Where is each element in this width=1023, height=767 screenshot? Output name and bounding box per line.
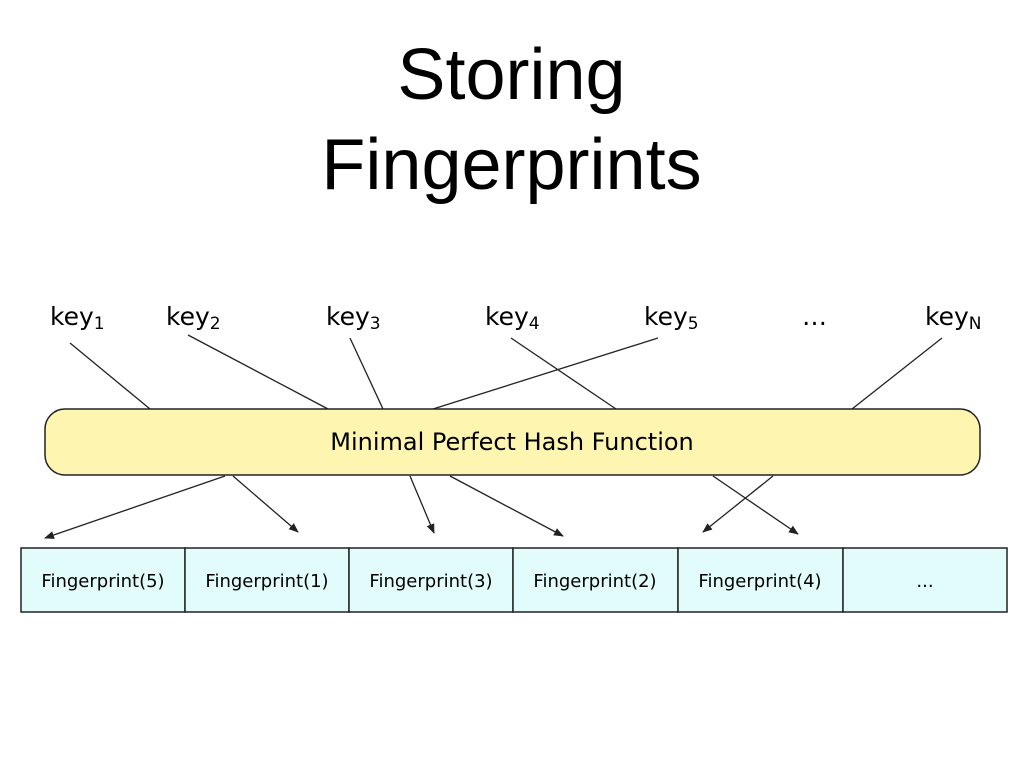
key-1-line — [69, 342, 151, 410]
fingerprint-cell-5 — [677, 547, 844, 613]
key-n-label: keyN — [925, 302, 981, 334]
key-4-line — [510, 337, 617, 410]
key-1-label: key1 — [50, 302, 105, 334]
fingerprint-cell-2 — [184, 547, 350, 613]
fingerprint-cell-2-label: Fingerprint(1) — [205, 571, 328, 592]
title-line-1: Storing — [397, 35, 626, 115]
arrow-to-fingerprint-1 — [232, 475, 299, 533]
key-5-label: key5 — [644, 302, 699, 334]
fingerprint-cell-6-label: ... — [916, 571, 933, 592]
fingerprint-cell-6 — [842, 547, 1008, 613]
key-3-line — [349, 337, 384, 410]
title-line-2: Fingerprints — [321, 125, 702, 205]
fingerprint-cell-5-label: Fingerprint(4) — [698, 571, 821, 592]
fingerprint-cell-3 — [348, 547, 514, 613]
key-2-label: key2 — [166, 302, 221, 334]
arrow-to-fingerprint-5 — [44, 475, 226, 539]
fingerprint-cell-1-label: Fingerprint(5) — [41, 571, 164, 592]
key-5-line — [432, 337, 659, 410]
arrow-to-fingerprint-2 — [449, 475, 564, 537]
key-4-label: key4 — [485, 302, 540, 334]
hash-function-box — [44, 408, 981, 476]
slide-title: Storing Fingerprints — [0, 30, 1023, 210]
fingerprint-cell-4-label: Fingerprint(2) — [533, 571, 656, 592]
hash-function-label: Minimal Perfect Hash Function — [330, 428, 694, 456]
fingerprint-cell-4 — [512, 547, 679, 613]
arrow-to-fingerprint-4 — [702, 475, 774, 533]
fingerprint-cell-3-label: Fingerprint(3) — [369, 571, 492, 592]
arrow-to-ellipsis-cell — [712, 475, 799, 535]
key-n-line — [851, 337, 943, 410]
fingerprint-table: Fingerprint(5) Fingerprint(1) Fingerprin… — [20, 547, 1008, 613]
key-3-label: key3 — [326, 302, 381, 334]
key-ellipsis-label: … — [802, 302, 827, 331]
key-2-line — [187, 334, 329, 410]
arrow-to-fingerprint-3 — [409, 475, 435, 534]
